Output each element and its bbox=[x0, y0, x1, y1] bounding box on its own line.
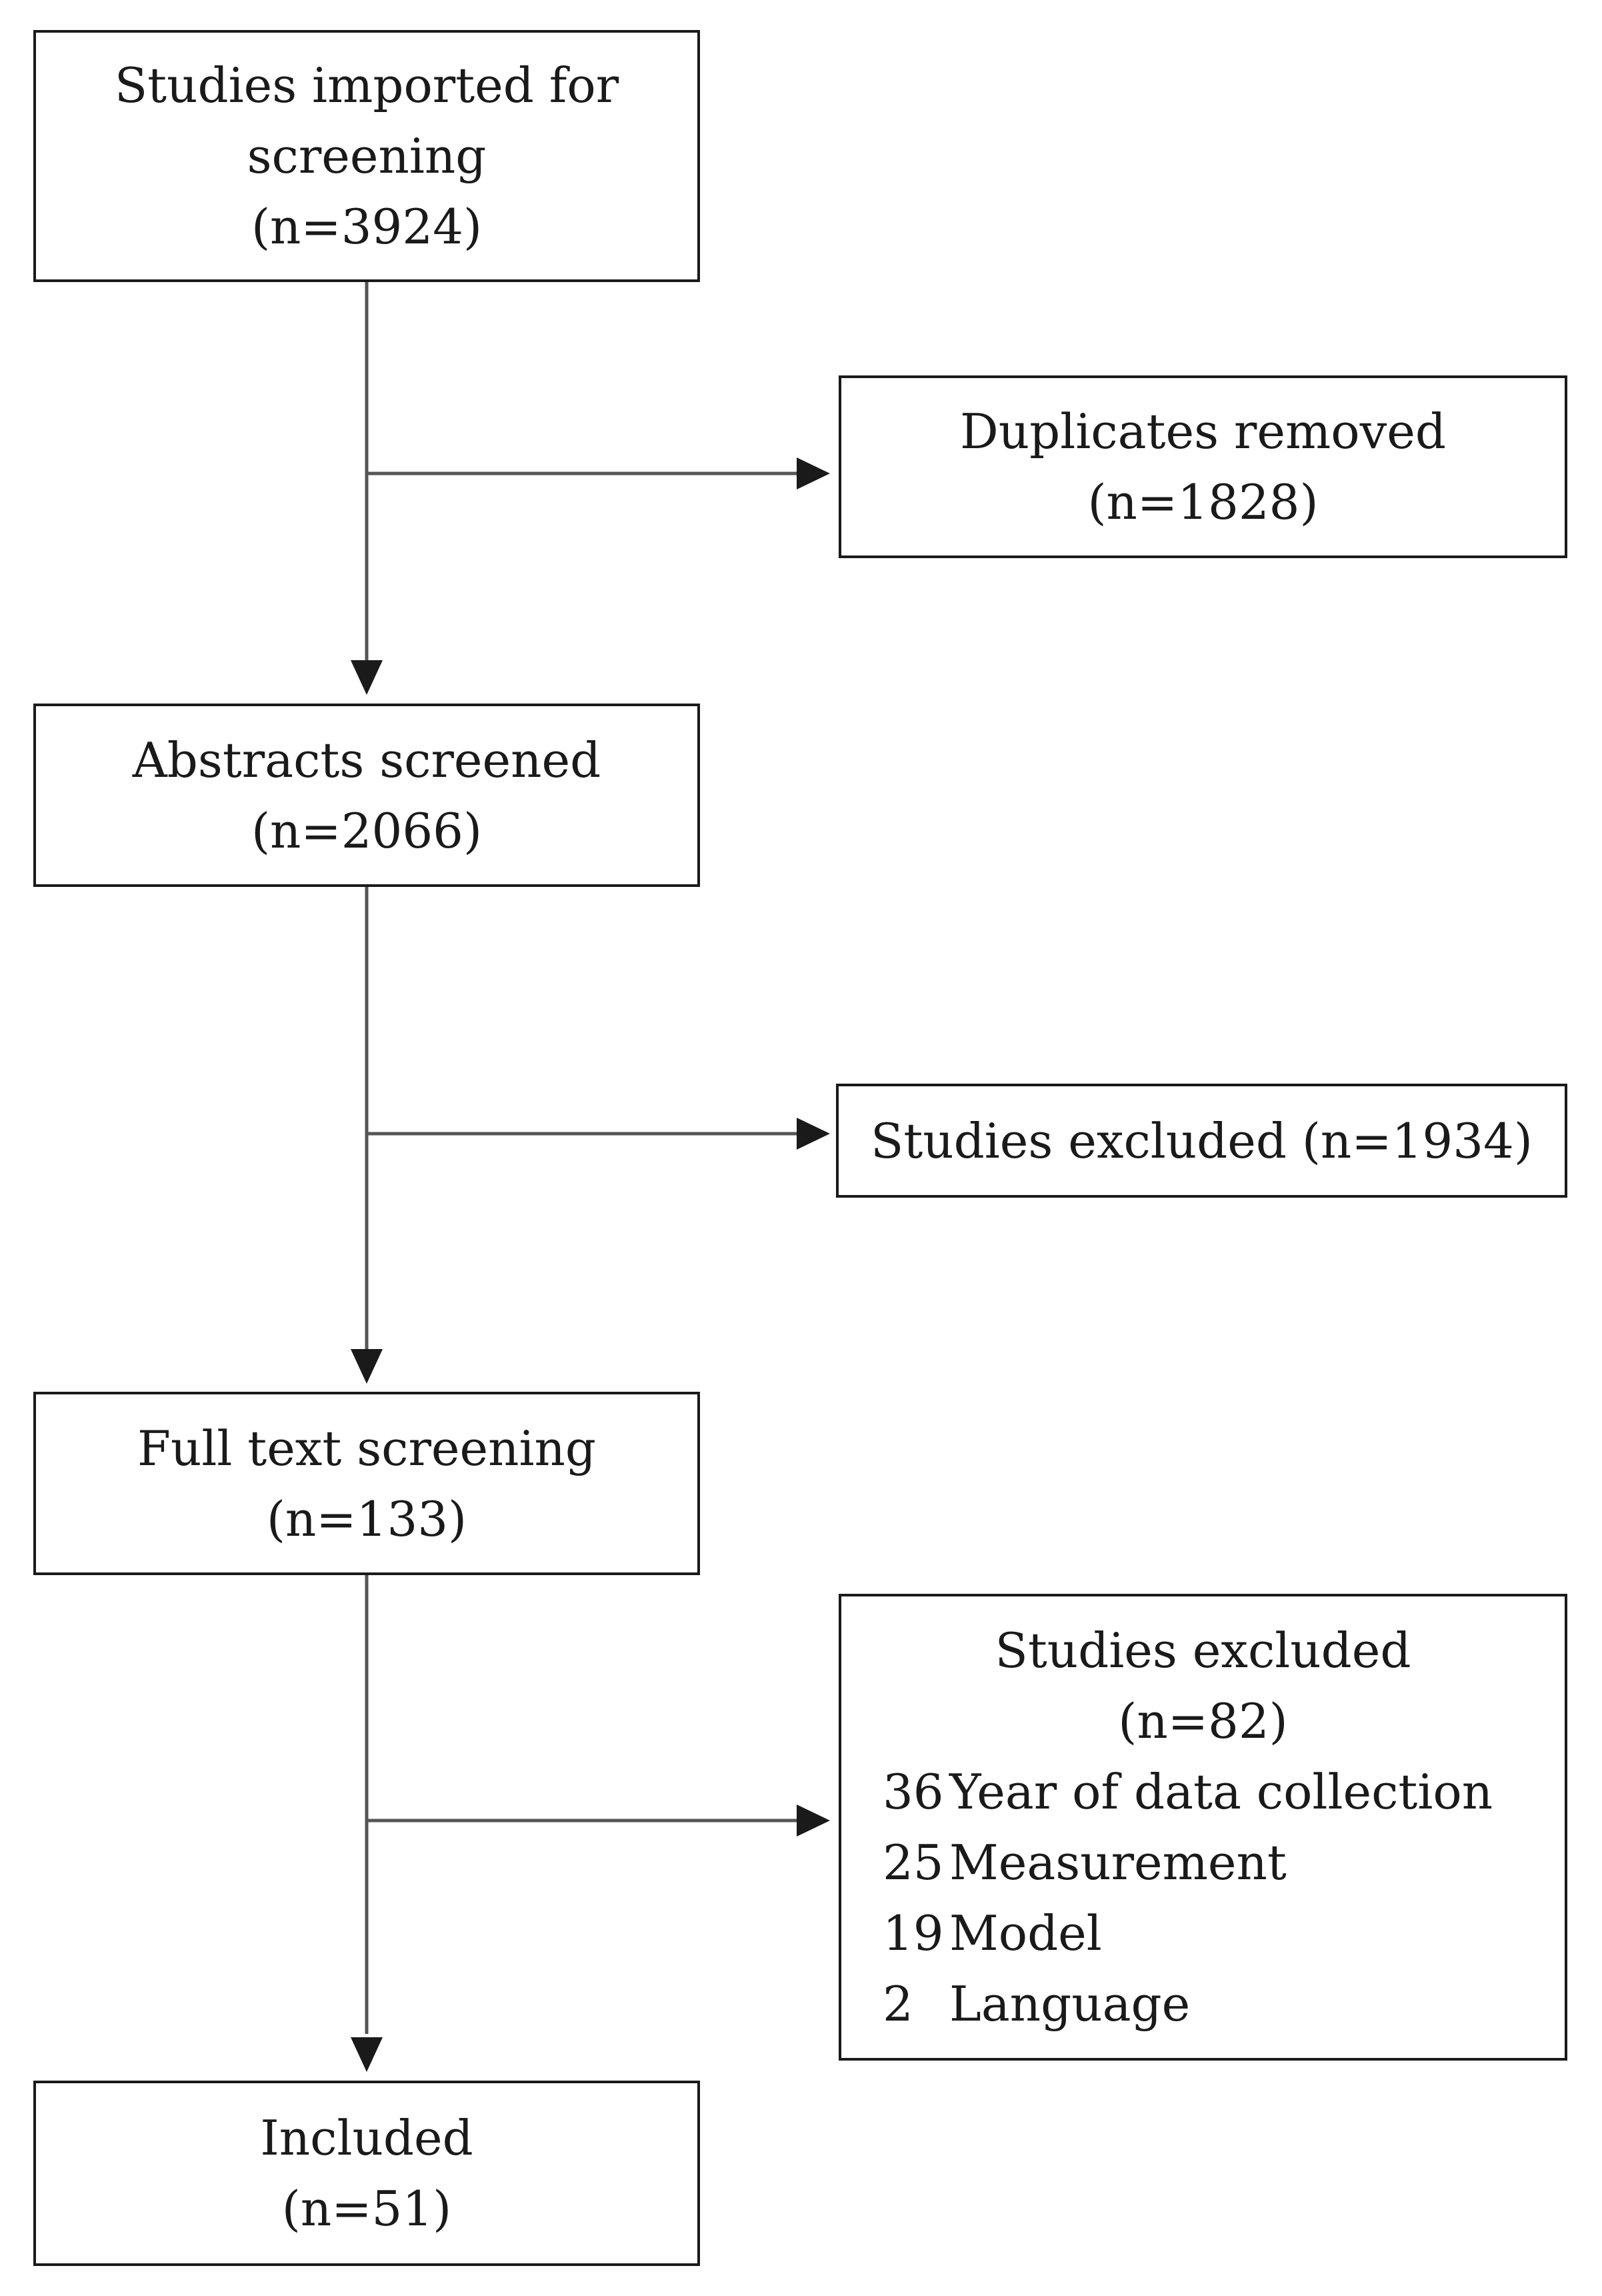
exclusion-reason-count: 2 bbox=[883, 1976, 913, 2032]
arrowhead-to-abstract-exclusions bbox=[797, 1118, 830, 1150]
exclusion-reason-count: 19 bbox=[883, 1905, 944, 1961]
exclusion-reason-year: 36 Year of data collection bbox=[883, 1757, 1493, 1827]
fulltext-exclusions-box: Studies excluded (n=82) 36 Year of data … bbox=[839, 1594, 1567, 2061]
arrowhead-to-fulltext bbox=[351, 1349, 383, 1384]
exclusion-reason-count: 25 bbox=[883, 1835, 944, 1891]
included-title: Included bbox=[260, 2110, 473, 2166]
duplicates-removed-box: Duplicates removed (n=1828) bbox=[839, 375, 1567, 558]
duplicates-removed-count: (n=1828) bbox=[1087, 474, 1319, 530]
exclusion-reason-model: 19 Model bbox=[883, 1898, 1102, 1969]
studies-imported-title-line1: Studies imported for bbox=[114, 57, 619, 113]
exclusion-reason-label: Model bbox=[949, 1905, 1102, 1961]
fulltext-exclusions-count: (n=82) bbox=[1118, 1693, 1288, 1749]
duplicates-removed-title: Duplicates removed bbox=[960, 403, 1446, 459]
abstract-exclusions-title: Studies excluded (n=1934) bbox=[871, 1112, 1533, 1169]
studies-imported-count: (n=3924) bbox=[251, 199, 483, 255]
exclusion-reason-count: 36 bbox=[883, 1764, 944, 1820]
arrowhead-to-duplicates bbox=[797, 457, 830, 489]
arrowhead-to-included bbox=[351, 2037, 383, 2072]
studies-imported-title-line2: screening bbox=[247, 128, 487, 184]
full-text-screening-count: (n=133) bbox=[266, 1490, 467, 1547]
exclusion-reason-language: 2 Language bbox=[883, 1969, 1190, 2039]
exclusion-reason-measurement: 25 Measurement bbox=[883, 1827, 1287, 1898]
exclusion-reason-label: Year of data collection bbox=[949, 1764, 1493, 1820]
studies-imported-box: Studies imported for screening (n=3924) bbox=[33, 30, 700, 282]
included-count: (n=51) bbox=[281, 2181, 452, 2237]
included-box: Included (n=51) bbox=[33, 2081, 700, 2266]
exclusion-reason-label: Measurement bbox=[949, 1835, 1287, 1891]
full-text-screening-box: Full text screening (n=133) bbox=[33, 1392, 700, 1575]
exclusion-reason-label: Language bbox=[949, 1976, 1191, 2032]
fulltext-exclusions-title: Studies excluded bbox=[995, 1622, 1411, 1678]
abstract-exclusions-box: Studies excluded (n=1934) bbox=[836, 1084, 1567, 1198]
abstracts-screened-box: Abstracts screened (n=2066) bbox=[33, 704, 700, 887]
arrowhead-to-abstracts bbox=[351, 660, 383, 695]
full-text-screening-title: Full text screening bbox=[137, 1420, 596, 1476]
arrowhead-to-fulltext-exclusions bbox=[797, 1805, 830, 1837]
abstracts-screened-title: Abstracts screened bbox=[132, 732, 601, 788]
abstracts-screened-count: (n=2066) bbox=[251, 802, 483, 859]
